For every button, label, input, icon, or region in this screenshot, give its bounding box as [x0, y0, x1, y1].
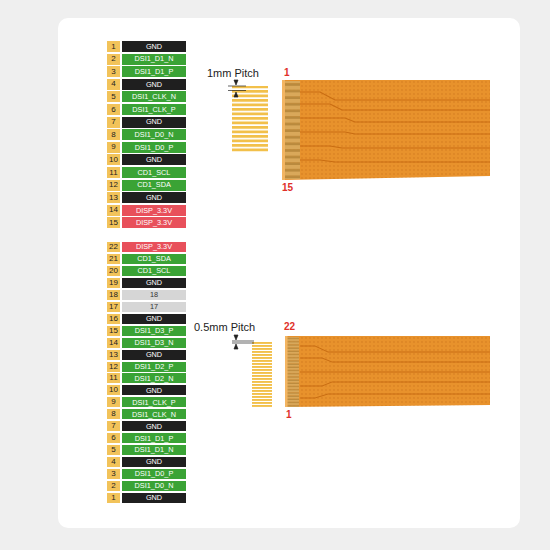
pin-number: 3	[107, 469, 120, 479]
pin-number: 6	[107, 433, 120, 443]
signal-name: 18	[122, 290, 186, 300]
pitch-label: 1mm Pitch	[207, 66, 259, 80]
signal-name: DSI1_D1_N	[122, 445, 186, 455]
pitch-pads	[252, 341, 272, 408]
signal-name: 17	[122, 302, 186, 312]
signal-name: DSI1_CLK_P	[122, 104, 186, 115]
pin-number: 19	[107, 278, 120, 288]
pin-number: 4	[107, 457, 120, 467]
pin-number: 16	[107, 314, 120, 324]
signal-name: DSI1_CLK_P	[122, 397, 186, 407]
signal-name: GND	[122, 41, 186, 52]
pin-number: 14	[107, 338, 120, 348]
pin-number: 1	[107, 41, 120, 52]
pin-number: 5	[107, 445, 120, 455]
pin-number: 2	[107, 481, 120, 491]
signal-name: GND	[122, 457, 186, 467]
card	[58, 18, 520, 528]
pin-number: 3	[107, 66, 120, 77]
signal-name: GND	[122, 79, 186, 90]
signal-name: GND	[122, 192, 186, 203]
signal-name: GND	[122, 154, 186, 165]
signal-name: DISP_3.3V	[122, 242, 186, 252]
signal-name: GND	[122, 117, 186, 128]
signal-name: DSI1_D1_N	[122, 54, 186, 65]
pin-number: 13	[107, 192, 120, 203]
signal-name: GND	[122, 421, 186, 431]
signal-name: GND	[122, 278, 186, 288]
pin-number: 7	[107, 117, 120, 128]
signal-name: GND	[122, 493, 186, 503]
signal-name: CD1_SDA	[122, 180, 186, 191]
signal-name: DSI1_D2_N	[122, 373, 186, 383]
pin-number: 6	[107, 104, 120, 115]
pin-callout: 15	[282, 181, 293, 194]
signal-name: DISP_3.3V	[122, 217, 186, 228]
pin-callout: 1	[284, 66, 290, 79]
signal-name: DSI1_D0_P	[122, 469, 186, 479]
pitch-pads	[232, 86, 268, 153]
signal-name: GND	[122, 314, 186, 324]
pin-number: 22	[107, 242, 120, 252]
pin-number: 10	[107, 154, 120, 165]
signal-name: DSI1_D1_P	[122, 433, 186, 443]
pin-number: 11	[107, 373, 120, 383]
pin-number: 15	[107, 326, 120, 336]
pin-number: 7	[107, 421, 120, 431]
signal-name: DSI1_D0_N	[122, 129, 186, 140]
pin-number: 5	[107, 91, 120, 102]
pitch-dimension	[228, 80, 246, 97]
ribbon-cable-15pin	[282, 80, 490, 180]
pin-number: 8	[107, 409, 120, 419]
signal-name: DSI1_CLK_N	[122, 409, 186, 419]
signal-name: DSI1_D0_N	[122, 481, 186, 491]
pin-number: 1	[107, 493, 120, 503]
signal-name: DISP_3.3V	[122, 205, 186, 216]
signal-name: DSI1_D1_P	[122, 66, 186, 77]
signal-name: DSI1_D0_P	[122, 142, 186, 153]
signal-name: DSI1_D2_P	[122, 362, 186, 372]
signal-name: DSI1_D3_P	[122, 326, 186, 336]
ribbon-cable-22pin	[285, 336, 490, 407]
signal-name: GND	[122, 385, 186, 395]
pin-number: 18	[107, 290, 120, 300]
pin-number: 13	[107, 350, 120, 360]
signal-name: CD1_SCL	[122, 266, 186, 276]
pin-number: 20	[107, 266, 120, 276]
pin-number: 2	[107, 54, 120, 65]
pin-number: 4	[107, 79, 120, 90]
pitch-dimension	[232, 335, 254, 349]
signal-name: CD1_SCL	[122, 167, 186, 178]
pin-number: 10	[107, 385, 120, 395]
pin-number: 11	[107, 167, 120, 178]
signal-name: GND	[122, 350, 186, 360]
pin-number: 8	[107, 129, 120, 140]
pin-number: 21	[107, 254, 120, 264]
pin-callout: 1	[286, 408, 292, 421]
signal-name: DSI1_CLK_N	[122, 91, 186, 102]
pitch-label: 0.5mm Pitch	[194, 320, 255, 334]
pin-number: 9	[107, 397, 120, 407]
signal-name: CD1_SDA	[122, 254, 186, 264]
pin-callout: 22	[284, 320, 295, 333]
signal-name: DSI1_D3_N	[122, 338, 186, 348]
pin-number: 15	[107, 217, 120, 228]
pin-number: 12	[107, 362, 120, 372]
pin-number: 9	[107, 142, 120, 153]
pin-number: 17	[107, 302, 120, 312]
pin-number: 12	[107, 180, 120, 191]
pin-number: 14	[107, 205, 120, 216]
